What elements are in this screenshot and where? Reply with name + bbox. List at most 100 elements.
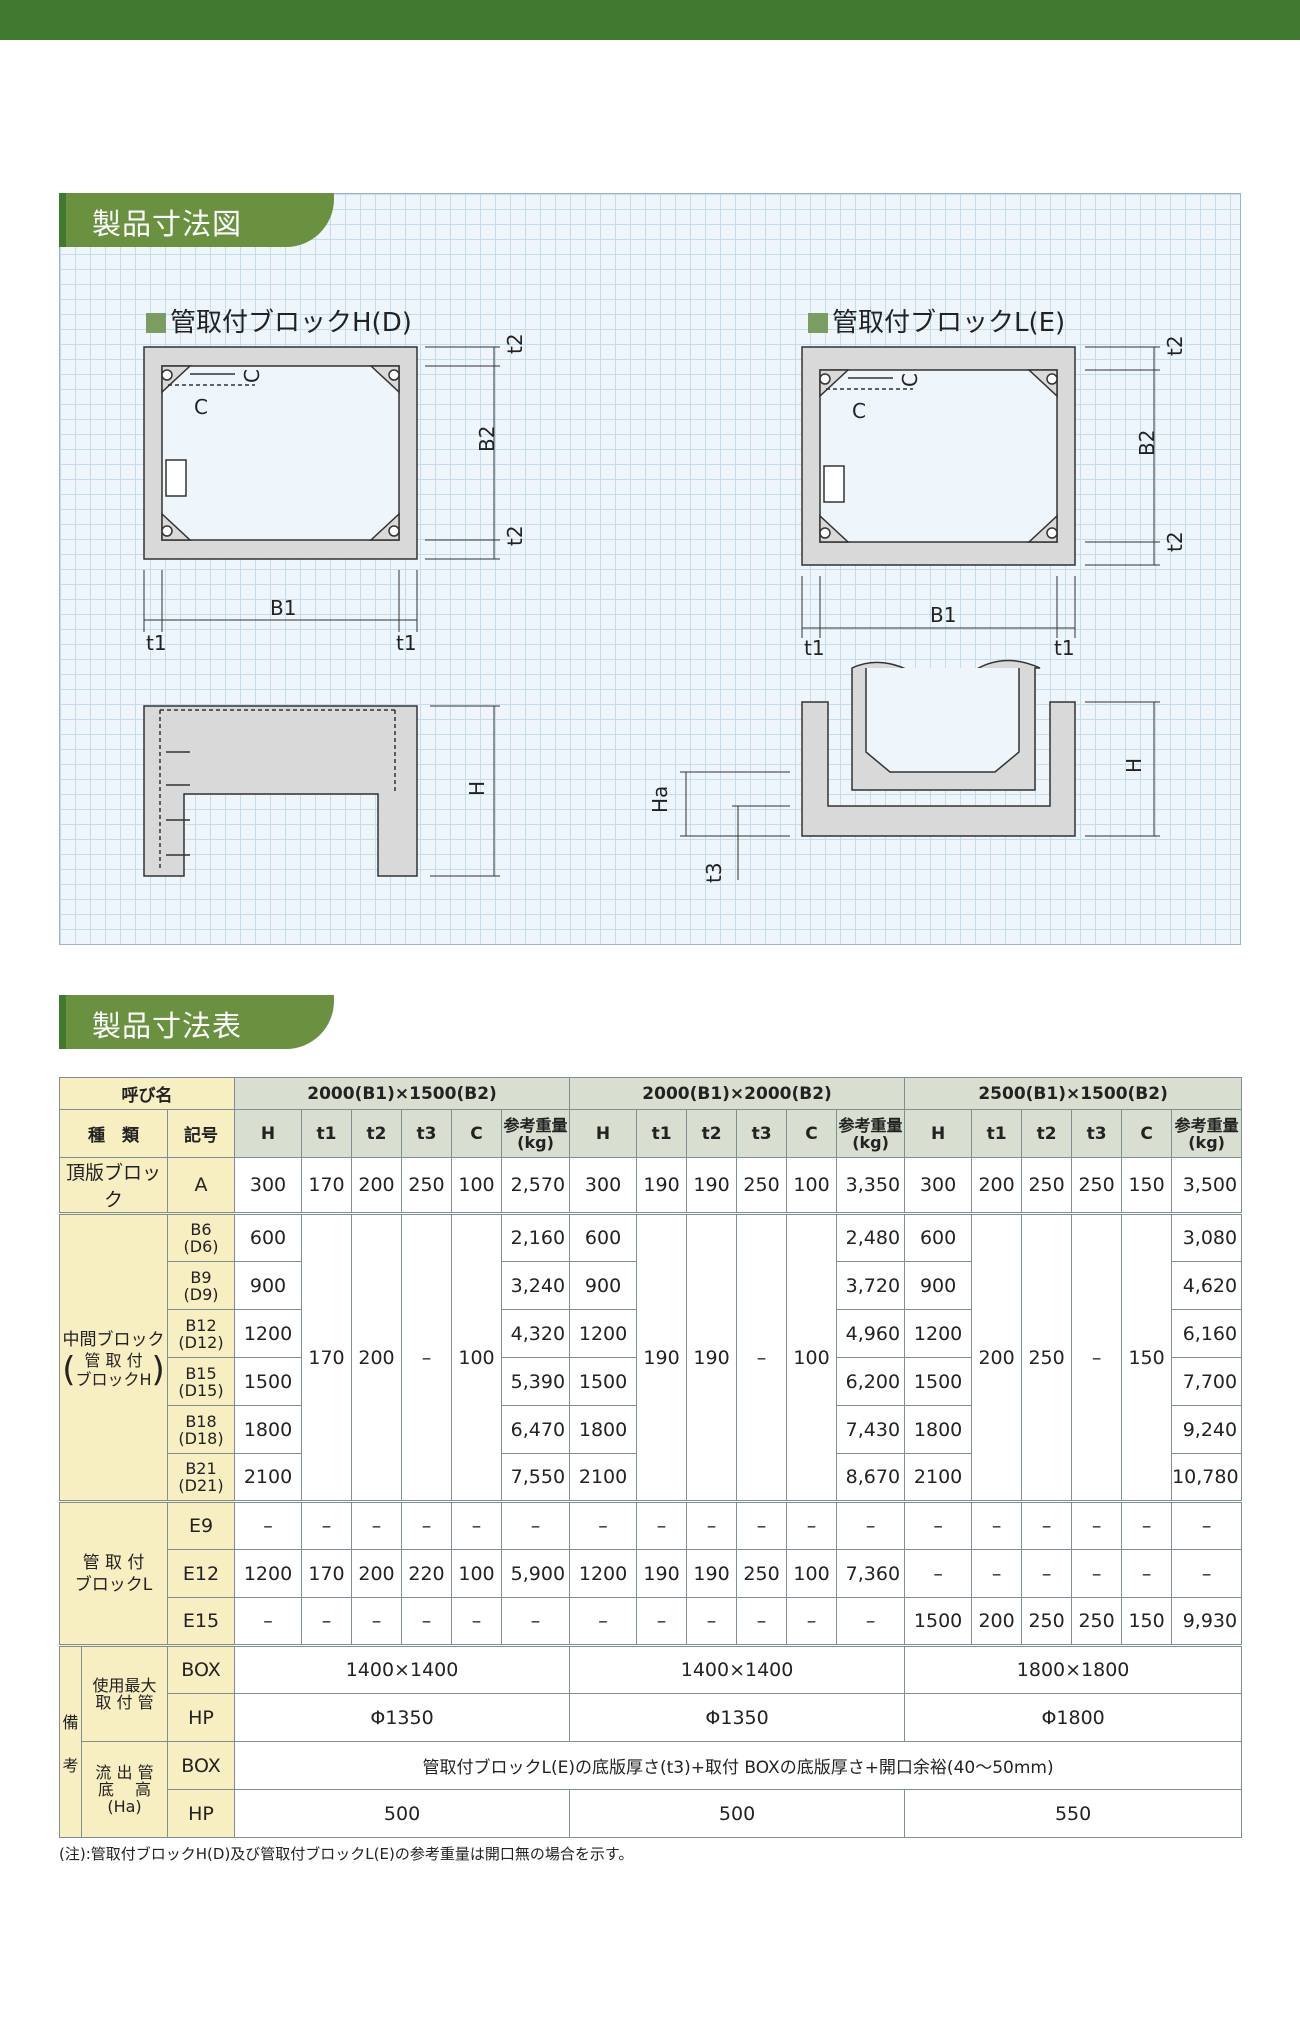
cell-value: 6,200 bbox=[836, 1357, 906, 1406]
cell-value: 1200 bbox=[569, 1309, 638, 1358]
square-icon bbox=[808, 313, 828, 333]
cell-value: – bbox=[451, 1500, 503, 1550]
code-label: E12 bbox=[166, 1549, 236, 1598]
column-header: C bbox=[786, 1109, 838, 1158]
cell-value: 220 bbox=[401, 1549, 453, 1598]
code-label: B15(D15) bbox=[166, 1357, 236, 1406]
column-header: C bbox=[1121, 1109, 1173, 1158]
label-t1: t1 bbox=[146, 631, 167, 655]
column-header: t3 bbox=[736, 1109, 788, 1158]
cell-value: 6,470 bbox=[501, 1405, 571, 1454]
code-label: B18(D18) bbox=[166, 1405, 236, 1454]
square-icon bbox=[146, 313, 166, 333]
cell-value: 7,550 bbox=[501, 1453, 571, 1502]
outlet-hp-value: 500 bbox=[234, 1789, 571, 1838]
cell-value: – bbox=[569, 1597, 638, 1646]
drawing-l: C C B2 t2 t2 B1 t1 t1 H Ha t3 bbox=[648, 335, 1187, 883]
cell-value: 2,160 bbox=[501, 1212, 571, 1262]
cell-value: – bbox=[1171, 1500, 1243, 1550]
cell-value: 1200 bbox=[234, 1549, 303, 1598]
cell-value: 2100 bbox=[569, 1453, 638, 1502]
label-t1: t1 bbox=[804, 636, 825, 660]
cell-value: 3,720 bbox=[836, 1261, 906, 1310]
column-header: 参考重量(kg) bbox=[1171, 1109, 1243, 1158]
cell-value: 3,080 bbox=[1171, 1212, 1243, 1262]
cell-value: 200 bbox=[351, 1549, 403, 1598]
cell-value: 190 bbox=[686, 1157, 738, 1214]
column-header: t3 bbox=[401, 1109, 453, 1158]
label-t3: t3 bbox=[702, 862, 726, 883]
group-header: 2500(B1)×1500(B2) bbox=[904, 1077, 1243, 1110]
cell-value: 100 bbox=[451, 1212, 503, 1502]
cell-value: 190 bbox=[686, 1212, 738, 1502]
cell-value: – bbox=[636, 1597, 688, 1646]
drawing-l-title: 管取付ブロックL(E) bbox=[808, 302, 1065, 339]
cell-value: 4,620 bbox=[1171, 1261, 1243, 1310]
cell-value: – bbox=[786, 1597, 838, 1646]
cell-value: 600 bbox=[904, 1212, 973, 1262]
type-label: 管 取 付ブロックL bbox=[59, 1500, 168, 1646]
label-h: H bbox=[465, 781, 489, 796]
cell-value: – bbox=[401, 1597, 453, 1646]
cell-value: 2,570 bbox=[501, 1157, 571, 1214]
cell-value: 4,960 bbox=[836, 1309, 906, 1358]
cell-value: 1800 bbox=[234, 1405, 303, 1454]
cell-value: – bbox=[836, 1597, 906, 1646]
cell-value: – bbox=[401, 1500, 453, 1550]
cell-value: 200 bbox=[971, 1597, 1023, 1646]
cell-value: 190 bbox=[686, 1549, 738, 1598]
max-hp-value: Φ1350 bbox=[234, 1693, 571, 1742]
cell-value: – bbox=[401, 1212, 453, 1502]
cell-value: 1500 bbox=[234, 1357, 303, 1406]
cell-value: 2100 bbox=[904, 1453, 973, 1502]
label-c: C bbox=[898, 373, 922, 387]
hp-label: HP bbox=[166, 1789, 236, 1838]
cell-value: 1800 bbox=[904, 1405, 973, 1454]
column-header: t1 bbox=[301, 1109, 353, 1158]
cell-value: 190 bbox=[636, 1549, 688, 1598]
cell-value: – bbox=[1121, 1500, 1173, 1550]
label-b2: B2 bbox=[475, 426, 499, 452]
footnote: (注):管取付ブロックH(D)及び管取付ブロックL(E)の参考重量は開口無の場合… bbox=[59, 1845, 634, 1863]
cell-value: – bbox=[1171, 1549, 1243, 1598]
code-label: B21(D21) bbox=[166, 1453, 236, 1502]
cell-value: 7,700 bbox=[1171, 1357, 1243, 1406]
cell-value: 200 bbox=[351, 1157, 403, 1214]
cell-value: 6,160 bbox=[1171, 1309, 1243, 1358]
column-header: t1 bbox=[971, 1109, 1023, 1158]
column-header: H bbox=[569, 1109, 638, 1158]
column-header: 参考重量(kg) bbox=[836, 1109, 906, 1158]
cell-value: 1500 bbox=[904, 1357, 973, 1406]
cell-value: 200 bbox=[351, 1212, 403, 1502]
code-label: B6(D6) bbox=[166, 1212, 236, 1262]
cell-value: – bbox=[1021, 1500, 1073, 1550]
cell-value: – bbox=[1121, 1549, 1173, 1598]
cell-value: 2,480 bbox=[836, 1212, 906, 1262]
type-label: 頂版ブロック bbox=[59, 1157, 168, 1214]
section-header-drawing: 製品寸法図 bbox=[59, 193, 334, 247]
cell-value: – bbox=[636, 1500, 688, 1550]
cell-value: – bbox=[1071, 1500, 1123, 1550]
code-label: B12(D12) bbox=[166, 1309, 236, 1358]
cell-value: 3,350 bbox=[836, 1157, 906, 1214]
cell-value: 3,500 bbox=[1171, 1157, 1243, 1214]
cell-value: 250 bbox=[736, 1549, 788, 1598]
cell-value: – bbox=[301, 1500, 353, 1550]
drawing-h-title: 管取付ブロックH(D) bbox=[146, 302, 412, 339]
label-b1: B1 bbox=[270, 596, 296, 620]
cell-value: 10,780 bbox=[1171, 1453, 1243, 1502]
max-pipe-label: 使用最大取 付 管 bbox=[81, 1644, 168, 1742]
cell-value: 900 bbox=[569, 1261, 638, 1310]
cell-value: 1500 bbox=[569, 1357, 638, 1406]
cell-value: – bbox=[971, 1549, 1023, 1598]
cell-value: 250 bbox=[1021, 1597, 1073, 1646]
cell-value: 100 bbox=[786, 1549, 838, 1598]
section-title: 製品寸法表 bbox=[92, 1009, 243, 1043]
label-t2: t2 bbox=[503, 525, 527, 546]
code-label: E15 bbox=[166, 1597, 236, 1646]
cell-value: 250 bbox=[736, 1157, 788, 1214]
cell-value: 3,240 bbox=[501, 1261, 571, 1310]
code-label: E9 bbox=[166, 1500, 236, 1550]
cell-value: 190 bbox=[636, 1212, 688, 1502]
cell-value: – bbox=[1071, 1549, 1123, 1598]
